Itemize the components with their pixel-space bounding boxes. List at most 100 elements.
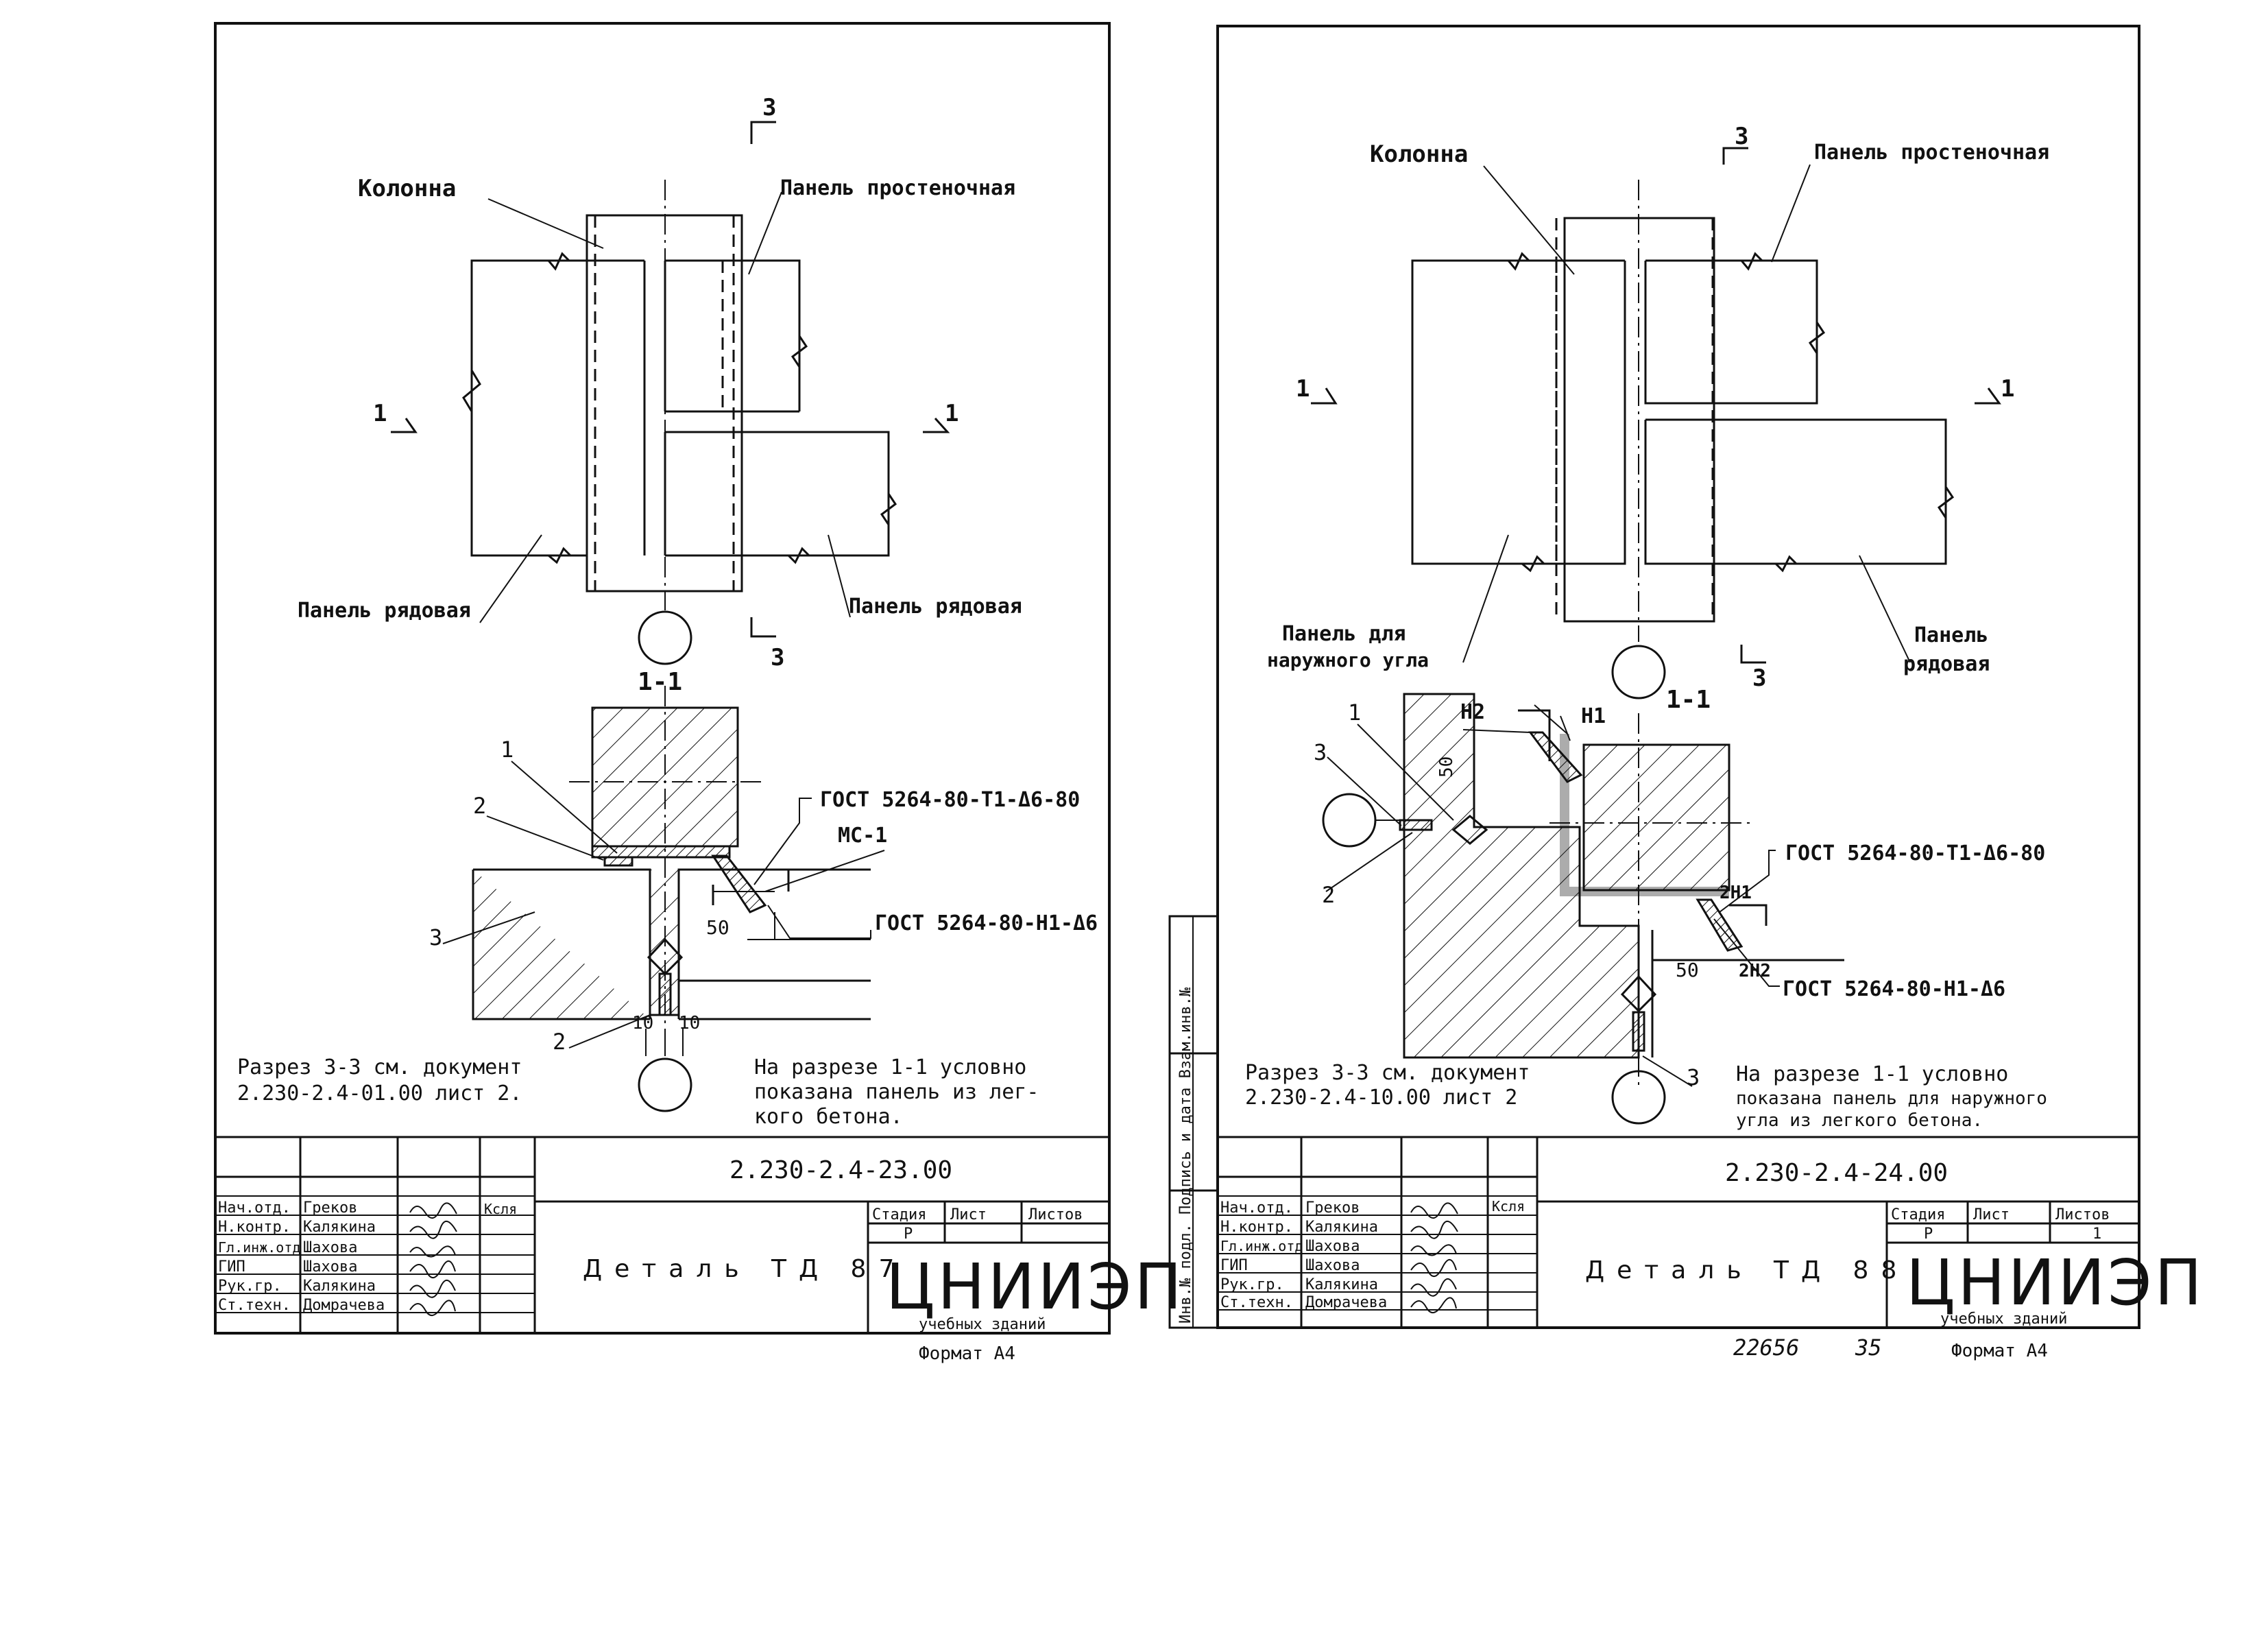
left-callout-1: 1 [500,737,514,763]
left-stamp-name-1: Калякина [303,1219,376,1236]
sheet-right [1168,25,2140,1329]
left-section-panel [472,868,871,1020]
right-note-right-3: угла из легкого бетона. [1736,1110,1983,1131]
right-stamp-extra: Ксля [1492,1198,1525,1215]
right-stamp-org-sub: учебных зданий [1940,1311,2067,1328]
right-stamp-name-2: Шахова [1305,1238,1360,1255]
right-stamp-stage-hdr: Стадия [1891,1206,1945,1223]
left-stamp-role-1: Н.контр. [218,1219,291,1236]
left-title-block [214,1136,1111,1335]
right-n2: Н2 [1460,700,1485,724]
right-callout-1: 1 [1348,700,1361,726]
right-callout-2: 2 [1322,882,1335,908]
right-stamp-name-3: Шахова [1305,1257,1360,1274]
right-2n2: 2Н2 [1739,961,1771,981]
left-stamp-role-0: Нач.отд. [218,1199,291,1217]
sheet-right-text: Колонна Панель простеночная Панель для н… [1177,123,2205,1361]
left-note-right-2: показана панель из лег- [754,1080,1039,1104]
left-stamp-role-4: Рук.гр. [218,1278,282,1295]
right-label-column: Колонна [1370,141,1468,168]
left-stamp-sheet-hdr: Лист [950,1206,987,1223]
right-stamp-name-0: Греков [1305,1199,1360,1217]
right-axis-bubble-top [1611,645,1666,700]
right-callout-3b: 3 [1687,1064,1700,1090]
right-stamp-role-3: ГИП [1220,1257,1248,1274]
right-dim-50b: 50 [1676,959,1699,981]
left-callout-3: 3 [429,924,442,951]
left-section-mark-1-right: 1 [945,400,958,427]
sheet-left [214,22,1111,1335]
left-stamp-name-2: Шахова [303,1239,357,1256]
left-section-title: 1-1 [638,668,682,696]
right-axis-bubble-left [1322,793,1377,848]
right-section-mark-3-top: 3 [1735,123,1748,150]
left-signatures [409,1202,457,1316]
right-gost-t1: ГОСТ 5264-80-Т1-Δ6-80 [1785,841,2045,865]
left-stamp-role-5: Ст.техн. [218,1297,291,1314]
right-note-right-2: показана панель для наружного [1736,1088,2047,1109]
left-stamp-org-sub: учебных зданий [919,1316,1046,1333]
right-2n1: 2Н1 [1720,883,1752,903]
right-corner-panel [1411,259,1626,565]
right-stamp-sheets-hdr: Листов [2055,1206,2110,1223]
right-stamp-role-5: Ст.техн. [1220,1294,1293,1311]
left-stamp-name-3: Шахова [303,1258,357,1276]
left-note-right-1: На разрезе 1-1 условно [754,1055,1026,1079]
left-label-row-panel-a: Панель рядовая [298,599,471,623]
left-pier-panel [665,259,801,411]
right-note-right-1: На разрезе 1-1 условно [1736,1062,2008,1086]
left-stamp-role-3: ГИП [218,1258,245,1276]
right-label-corner-panel-1: Панель для [1282,622,1406,646]
left-axis-bubble-bottom [638,1057,692,1112]
left-stamp-stage-val: Р [904,1226,913,1243]
left-gost-t1: ГОСТ 5264-80-Т1-Δ6-80 [820,788,1080,812]
right-section-mark-1-left: 1 [1296,375,1310,403]
right-row-panel [1644,418,1947,565]
left-stamp-sheets-hdr: Листов [1028,1206,1083,1223]
left-label-pier-panel: Панель простеночная [780,176,1015,200]
right-stamp-name-5: Домрачева [1305,1294,1387,1311]
right-stamp-role-4: Рук.гр. [1220,1276,1284,1293]
left-stamp-stage-hdr: Стадия [872,1206,926,1223]
right-stamp-name-4: Калякина [1305,1276,1378,1293]
left-stamp-format: Формат А4 [919,1343,1015,1364]
right-section-mark-1-right: 1 [2001,375,2014,403]
left-callout-2b: 2 [553,1029,566,1055]
left-mc-label: МС-1 [838,824,887,848]
right-note-left-2: 2.230-2.4-10.00 лист 2 [1245,1086,1517,1110]
left-stamp-extra: Ксля [484,1201,517,1217]
right-stamp-sheet-hdr: Лист [1973,1206,2010,1223]
left-section-mark-1-left: 1 [373,400,387,427]
left-stamp-role-2: Гл.инж.отд [218,1239,300,1256]
right-dim-50a: 50 [1436,756,1457,778]
sheet-left-text: Колонна Панель простеночная Панель рядов… [218,94,1185,1364]
left-stamp-title: Деталь ТД 87 [583,1255,906,1283]
right-stamp-page-number: 35 [1855,1335,1882,1361]
right-title-block [1216,1136,2140,1329]
right-label-corner-panel-2: наружного угла [1267,649,1429,671]
right-stamp-sheet-number: 22656 [1733,1335,1799,1361]
right-stamp-name-1: Калякина [1305,1219,1378,1236]
right-callout-3: 3 [1314,739,1327,765]
left-stamp-name-0: Греков [303,1199,357,1217]
right-stamp-org: ЦНИИЭП [1906,1246,2205,1319]
right-stamp-role-2: Гл.инж.отд [1220,1238,1303,1254]
left-embedded-plate [591,845,731,859]
right-label-row-panel-2: рядовая [1903,652,1990,676]
left-note-right-3: кого бетона. [754,1105,903,1129]
left-label-row-panel-b: Панель рядовая [849,595,1022,619]
right-stamp-format: Формат А4 [1951,1341,2048,1361]
right-note-left-1: Разрез 3-3 см. документ [1245,1061,1530,1085]
left-dim-50: 50 [706,916,729,939]
right-side-strip-text: Инв.№ подл. Подпись и дата Взам.инв.№ [1177,988,1194,1324]
left-stamp-doc-code: 2.230-2.4-23.00 [729,1156,952,1184]
left-dim-10a: 10 [632,1013,653,1033]
right-stamp-role-0: Нач.отд. [1220,1199,1293,1217]
left-row-panel-b [665,431,890,557]
left-stamp-name-4: Калякина [303,1278,376,1295]
left-stamp-org: ЦНИИЭП [886,1250,1185,1324]
right-stamp-title: Деталь ТД 88 [1585,1256,1909,1284]
right-axis-bubble-bottom [1611,1070,1666,1125]
